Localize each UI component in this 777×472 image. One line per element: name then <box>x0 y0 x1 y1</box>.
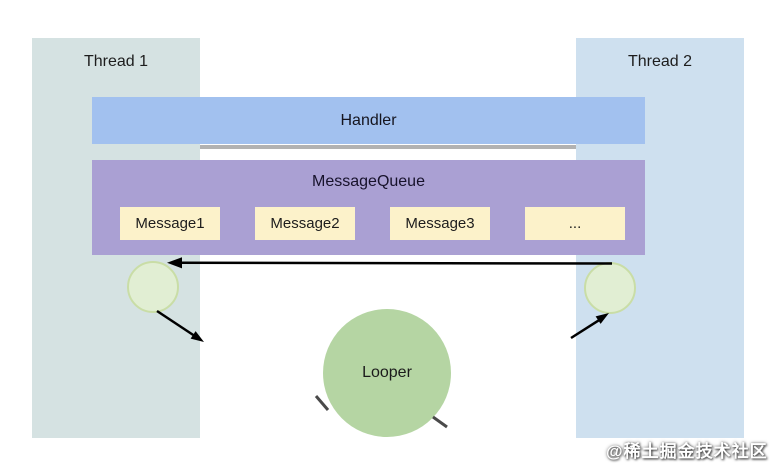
loop-back-arrow <box>167 257 613 269</box>
queue-node-left-circle <box>127 261 179 313</box>
handler-label: Handler <box>340 111 397 129</box>
message1-label: Message1 <box>135 215 205 232</box>
thread1-label: Thread 1 <box>83 53 149 70</box>
message-box-3: Message3 <box>390 207 490 240</box>
message-ellipsis-label: ... <box>568 215 582 232</box>
handler-box: Handler <box>92 97 645 144</box>
thread2-label: Thread 2 <box>627 53 693 70</box>
handler-shadow-strip <box>200 145 576 149</box>
message-box-ellipsis: ... <box>525 207 625 240</box>
message3-label: Message3 <box>405 215 475 232</box>
arrow-remnant-right <box>432 415 448 429</box>
looper-label: Looper <box>362 364 412 381</box>
looper-circle: Looper <box>323 309 451 437</box>
message-queue-label: MessageQueue <box>312 173 425 190</box>
arrow-remnant-left <box>314 395 330 411</box>
message-box-2: Message2 <box>255 207 355 240</box>
queue-node-right-circle <box>584 262 636 314</box>
juejin-watermark: @稀土掘金技术社区 <box>606 442 768 461</box>
message-box-1: Message1 <box>120 207 220 240</box>
message2-label: Message2 <box>270 215 340 232</box>
message-queue-box: MessageQueue Message1 Message2 Message3 … <box>92 160 645 255</box>
